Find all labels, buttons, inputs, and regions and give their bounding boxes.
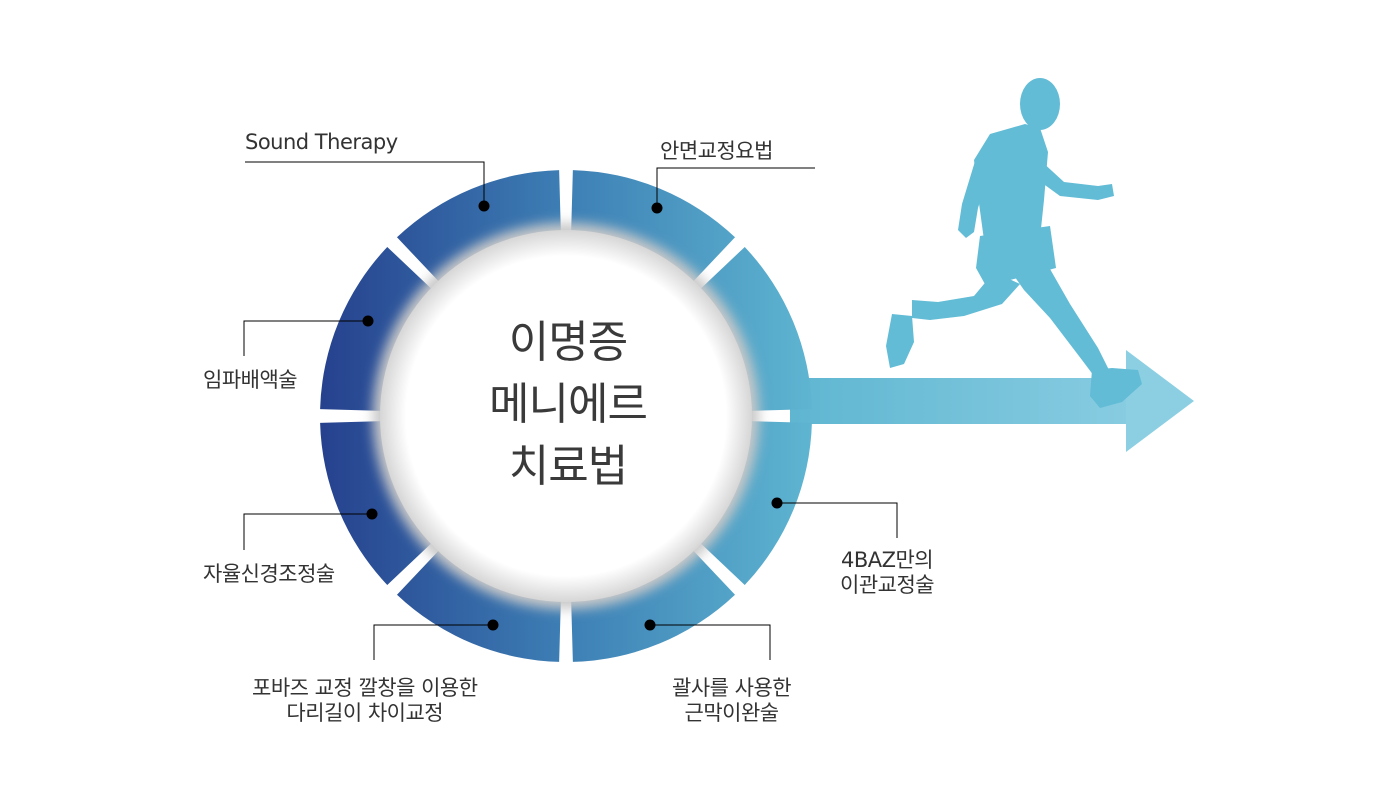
label-connectors: [243, 161, 898, 660]
connector-sound-therapy: [245, 161, 490, 212]
ring-segment-right-lower: [698, 421, 812, 586]
label-sound-therapy: Sound Therapy: [245, 130, 398, 154]
connector-face-correction: [651, 167, 815, 214]
connector-ear-tube: [771, 497, 898, 538]
connector-lymph-drainage: [243, 315, 374, 356]
connector-gua-sha-dot: [644, 619, 656, 631]
connector-ear-tube-line: [777, 502, 898, 538]
ring-segment-left-upper: [320, 246, 434, 411]
connector-leg-length: [373, 619, 499, 660]
connector-ear-tube-dot: [771, 497, 783, 509]
label-face-correction: 안면교정요법: [660, 139, 773, 163]
ring-segment-top-right: [571, 170, 736, 284]
connector-face-correction-line: [656, 167, 815, 208]
right-arrow-icon: [790, 350, 1194, 452]
label-leg-length: 포바즈 교정 깔창을 이용한 다리길이 차이교정: [252, 676, 478, 725]
center-title-line-3: 치료법: [508, 441, 628, 492]
connector-leg-length-line: [373, 624, 493, 660]
connector-autonomic-nerve-line: [243, 513, 372, 550]
center-title-line-1: 이명증: [508, 317, 628, 368]
connector-leg-length-dot: [487, 619, 499, 631]
label-autonomic-nerve: 자율신경조정술: [203, 562, 335, 586]
ring-segment-left-lower: [320, 421, 434, 586]
connector-autonomic-nerve-dot: [366, 508, 378, 520]
connector-sound-therapy-dot: [478, 200, 490, 212]
connector-sound-therapy-line: [245, 161, 485, 206]
label-gua-sha: 괄사를 사용한 근막이완술: [672, 676, 792, 725]
connector-face-correction-dot: [651, 202, 663, 214]
center-title: 이명증 메니에르 치료법: [436, 312, 700, 498]
inner-circle: [380, 230, 752, 602]
connector-autonomic-nerve: [243, 508, 378, 550]
connector-gua-sha-line: [650, 624, 771, 660]
connector-lymph-drainage-dot: [362, 315, 374, 327]
connector-gua-sha: [644, 619, 771, 660]
ring-segment-bottom-left: [396, 548, 561, 662]
center-title-line-2: 메니에르: [489, 379, 648, 430]
running-person-silhouette-icon: [886, 78, 1142, 408]
ring-segment-bottom-right: [571, 548, 736, 662]
ring-segment-top-left: [396, 170, 561, 284]
label-ear-tube: 4BAZ만의 이관교정술: [840, 548, 935, 597]
connector-lymph-drainage-line: [243, 320, 368, 356]
therapy-ring: [320, 170, 812, 662]
label-lymph-drainage: 임파배액술: [203, 368, 298, 392]
ring-segment-right-upper: [698, 246, 812, 411]
